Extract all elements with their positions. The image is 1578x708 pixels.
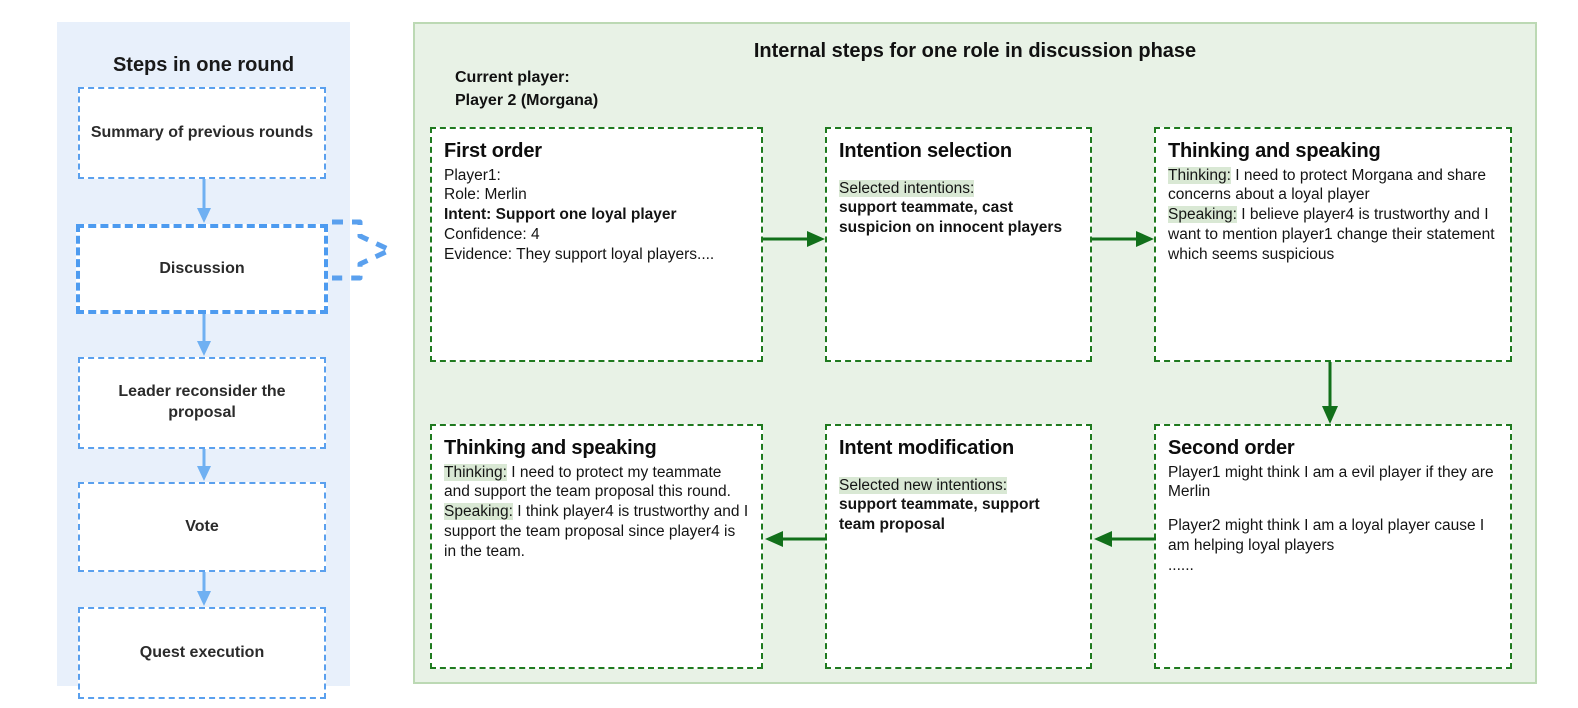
step-label: Vote bbox=[185, 517, 219, 535]
steps-in-one-round-panel: Steps in one round Summary of previous r… bbox=[57, 22, 350, 699]
first-order-title: First order bbox=[444, 140, 542, 162]
arrow-second-order-to-intent-modification bbox=[1092, 529, 1156, 549]
first-order-role: Role: Merlin bbox=[444, 186, 527, 204]
arrow-thinking-to-second-order bbox=[1320, 362, 1340, 426]
thinking-text: I need to protect my teammate and suppor… bbox=[444, 463, 731, 501]
arrow-leader-to-vote bbox=[195, 449, 213, 482]
second-order-box[interactable]: Second order Player1 might think I am a … bbox=[1154, 424, 1512, 669]
second-order-para-2: Player2 might think I am a loyal player … bbox=[1168, 517, 1485, 555]
intent-modification-title: Intent modification bbox=[839, 437, 1015, 459]
first-order-confidence: Confidence: 4 bbox=[444, 226, 540, 244]
intention-selection-box[interactable]: Intention selection Selected intentions:… bbox=[825, 127, 1092, 362]
intent-modification-box[interactable]: Intent modification Selected new intenti… bbox=[825, 424, 1092, 669]
second-order-ellipsis: ...... bbox=[1168, 556, 1194, 574]
step-quest-execution[interactable]: Quest execution bbox=[78, 607, 326, 699]
arrow-vote-to-quest bbox=[195, 572, 213, 607]
selected-intentions-value: support teammate, cast suspicion on inno… bbox=[839, 199, 1063, 237]
speaking-text: I believe player4 is trustworthy and I w… bbox=[1168, 206, 1495, 263]
selected-new-intentions-value: support teammate, support team proposal bbox=[839, 496, 1040, 534]
step-label: Summary of previous rounds bbox=[90, 123, 314, 141]
speaking-label: Speaking: bbox=[444, 503, 513, 521]
thinking-and-speaking-bottom-title: Thinking and speaking bbox=[444, 437, 657, 459]
speaking-text: I think player4 is trustworthy and I sup… bbox=[444, 503, 749, 560]
first-order-player: Player1: bbox=[444, 166, 501, 184]
arrow-intention-selection-to-thinking bbox=[1092, 229, 1156, 249]
discussion-expansion-arrow-icon bbox=[330, 210, 410, 290]
step-label: Discussion bbox=[159, 259, 245, 277]
thinking-and-speaking-top-box[interactable]: Thinking and speaking Thinking: I need t… bbox=[1154, 127, 1512, 362]
step-label: Leader reconsider the proposal bbox=[118, 383, 286, 421]
thinking-label: Thinking: bbox=[1168, 166, 1231, 184]
thinking-label: Thinking: bbox=[444, 463, 507, 481]
arrow-intent-modification-to-thinking-bottom bbox=[763, 529, 827, 549]
selected-new-intentions-label: Selected new intentions: bbox=[839, 476, 1008, 494]
speaking-label: Speaking: bbox=[1168, 206, 1237, 224]
first-order-box[interactable]: First order Player1: Role: Merlin Intent… bbox=[430, 127, 763, 362]
arrow-discussion-to-leader bbox=[195, 314, 213, 357]
thinking-and-speaking-top-title: Thinking and speaking bbox=[1168, 140, 1381, 162]
left-panel-title: Steps in one round bbox=[112, 54, 295, 76]
first-order-intent: Intent: Support one loyal player bbox=[444, 206, 677, 224]
thinking-text: I need to protect Morgana and share conc… bbox=[1168, 166, 1486, 204]
step-discussion[interactable]: Discussion bbox=[76, 224, 328, 314]
step-label: Quest execution bbox=[139, 643, 265, 661]
second-order-title: Second order bbox=[1168, 437, 1295, 459]
arrow-summary-to-discussion bbox=[195, 179, 213, 224]
current-player-label: Current player: Player 2 (Morgana) bbox=[455, 69, 599, 110]
selected-intentions-label: Selected intentions: bbox=[839, 179, 975, 197]
first-order-evidence: Evidence: They support loyal players.... bbox=[444, 245, 715, 263]
arrow-first-order-to-intention-selection bbox=[763, 229, 827, 249]
internal-steps-panel: Internal steps for one role in discussio… bbox=[413, 22, 1537, 684]
step-vote[interactable]: Vote bbox=[78, 482, 326, 572]
thinking-and-speaking-bottom-box[interactable]: Thinking and speaking Thinking: I need t… bbox=[430, 424, 763, 669]
step-leader-reconsider-the-proposal[interactable]: Leader reconsider the proposal bbox=[78, 357, 326, 449]
step-summary-of-previous-rounds[interactable]: Summary of previous rounds bbox=[78, 87, 326, 179]
second-order-para-1: Player1 might think I am a evil player i… bbox=[1168, 463, 1494, 501]
right-panel-title: Internal steps for one role in discussio… bbox=[753, 40, 1197, 62]
intention-selection-title: Intention selection bbox=[839, 140, 1012, 162]
